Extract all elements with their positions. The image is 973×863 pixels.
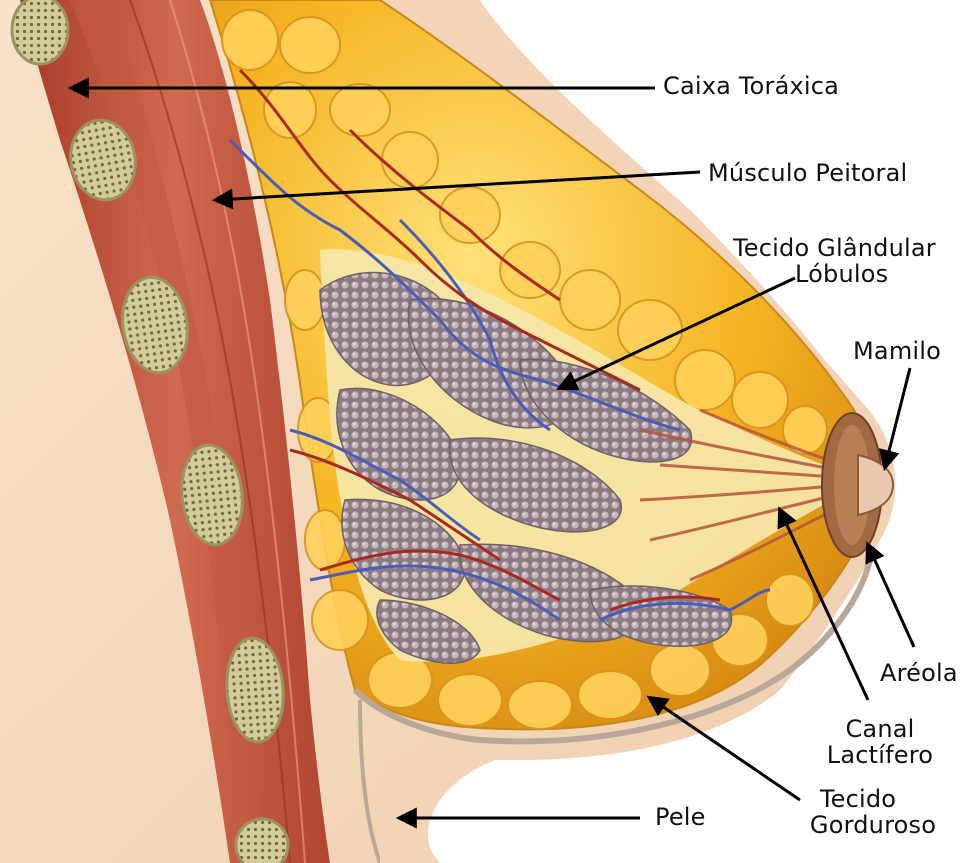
label-areola: Aréola [880, 660, 958, 687]
label-lobules: Lóbulos [795, 261, 888, 288]
label-duct-line1: Canal [845, 716, 915, 743]
label-rib-cage: Caixa Toráxica [663, 73, 839, 100]
label-duct-line2: Lactífero [820, 742, 940, 769]
label-nipple: Mamilo [853, 338, 941, 365]
label-skin: Pele [655, 804, 706, 831]
label-glandular-tissue: Tecido Glândular [733, 235, 936, 262]
label-pectoral-muscle: Músculo Peitoral [708, 160, 907, 187]
label-fat-line2: Gorduroso [803, 812, 943, 839]
label-fat-line1: Tecido [803, 786, 913, 813]
